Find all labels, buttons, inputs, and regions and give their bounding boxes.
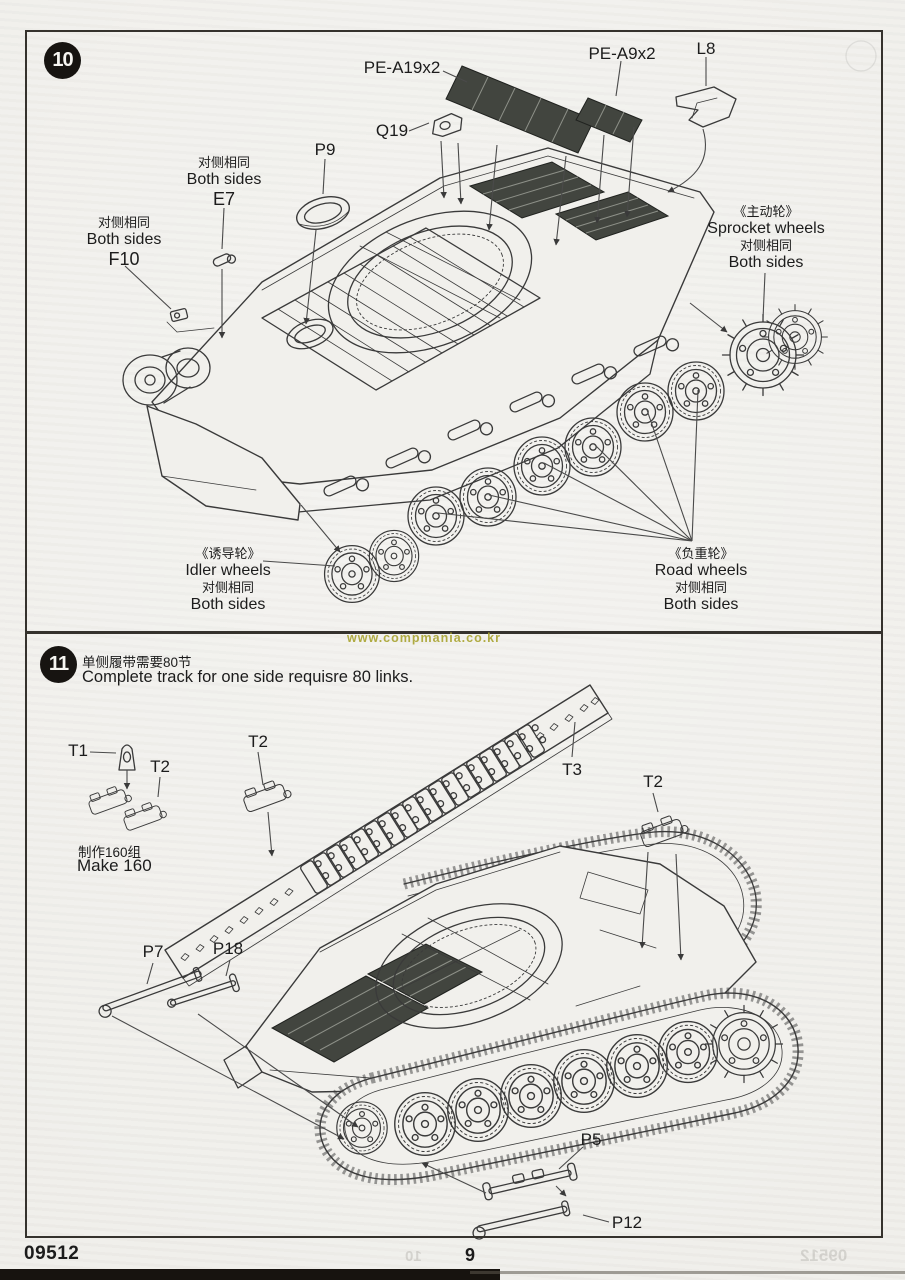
note-f10-cn: 对侧相同 bbox=[97, 215, 150, 230]
note-f10: 对侧相同 Both sides F10 bbox=[87, 215, 162, 269]
note-idler-cn: 对侧相同 bbox=[201, 580, 254, 595]
ghost-page-number: 10 bbox=[405, 1248, 422, 1265]
fender-flap bbox=[146, 405, 301, 521]
t1-part bbox=[118, 744, 136, 771]
part-label-p12: P12 bbox=[611, 1213, 643, 1232]
turret-ring bbox=[327, 210, 533, 354]
part-label-t3: T3 bbox=[562, 760, 582, 779]
part-label-p9: P9 bbox=[314, 140, 336, 159]
part-label-pe-a19: PE-A19x2 bbox=[363, 58, 441, 77]
note-road-en: Both sides bbox=[663, 596, 739, 613]
p18-part bbox=[166, 973, 240, 1008]
note-road-title-cn: 《负重轮》 bbox=[668, 546, 734, 561]
part-label-p18: P18 bbox=[212, 939, 244, 958]
note-e7-en: Both sides bbox=[186, 171, 262, 188]
note-e7-cn: 对侧相同 bbox=[197, 155, 250, 170]
p7-part bbox=[98, 966, 203, 1018]
figure-step10-hull-exploded bbox=[122, 57, 828, 604]
note-idler-en: Both sides bbox=[190, 596, 266, 613]
step-11-note-cn: 单侧履带需要80节 bbox=[82, 655, 192, 670]
e7-part bbox=[212, 253, 237, 267]
note-idler-wheels: 《诱导轮》 Idler wheels 对侧相同 Both sides bbox=[185, 546, 270, 614]
make-note-cn: 制作160组 bbox=[78, 845, 142, 860]
page-number: 9 bbox=[464, 1245, 476, 1265]
note-f10-en: Both sides bbox=[86, 231, 162, 248]
l8-part bbox=[675, 86, 737, 128]
note-sprocket-en: Both sides bbox=[728, 254, 804, 271]
note-road-cn: 对侧相同 bbox=[674, 580, 727, 595]
p12-part bbox=[472, 1200, 571, 1240]
step-10-badge: 10 bbox=[44, 42, 81, 79]
page-frame bbox=[25, 30, 883, 1238]
note-sprocket-cn: 对侧相同 bbox=[739, 238, 793, 253]
suspension-arms bbox=[323, 335, 680, 497]
watermark: www.compmania.co.kr bbox=[347, 631, 501, 645]
ghost-badge bbox=[845, 40, 877, 72]
section-divider bbox=[25, 631, 883, 634]
part-label-f10: F10 bbox=[108, 249, 140, 269]
note-road-title-en: Road wheels bbox=[654, 562, 748, 579]
part-label-p7: P7 bbox=[142, 942, 164, 961]
scan-edge-line bbox=[470, 1271, 905, 1274]
part-label-t2-b: T2 bbox=[248, 732, 268, 751]
note-idler-title-cn: 《诱导轮》 bbox=[195, 546, 261, 561]
part-label-l8: L8 bbox=[696, 39, 716, 58]
road-wheels-fan-lines bbox=[437, 389, 699, 542]
p9-part bbox=[296, 196, 350, 230]
note-sprocket-wheels: 《主动轮》 Sprocket wheels 对侧相同 Both sides bbox=[707, 204, 824, 272]
ghost-kit-number: 09512 bbox=[800, 1246, 848, 1265]
idler-mounts bbox=[122, 347, 211, 406]
tank-with-tracks bbox=[223, 826, 804, 1186]
note-road-wheels: 《负重轮》 Road wheels 对侧相同 Both sides bbox=[655, 546, 748, 614]
q19-part bbox=[432, 112, 463, 138]
scan-edge-bar bbox=[0, 1269, 500, 1280]
part-label-e7: E7 bbox=[212, 189, 236, 209]
make-note-en: Make 160 bbox=[77, 856, 152, 875]
part-label-t2-a: T2 bbox=[150, 757, 170, 776]
kit-number: 09512 bbox=[24, 1243, 80, 1264]
figure-step11-track-assembly bbox=[85, 684, 804, 1240]
p5-part bbox=[482, 1162, 578, 1201]
note-e7: 对侧相同 Both sides E7 bbox=[187, 155, 262, 209]
step-11-badge: 11 bbox=[40, 646, 77, 683]
step-11-number: 11 bbox=[48, 653, 69, 675]
note-sprocket-title-cn: 《主动轮》 bbox=[733, 204, 799, 219]
part-label-t1: T1 bbox=[68, 741, 88, 760]
part-label-t2-c: T2 bbox=[643, 772, 663, 791]
f10-part bbox=[169, 307, 189, 323]
pe-a19-part bbox=[445, 65, 595, 154]
note-idler-title-en: Idler wheels bbox=[185, 562, 271, 579]
hull-top bbox=[151, 147, 715, 485]
pe-a9-part bbox=[575, 97, 643, 143]
step-11-note-en: Complete track for one side requisre 80 … bbox=[82, 668, 414, 686]
part-label-q19: Q19 bbox=[375, 121, 409, 140]
step-10-number: 10 bbox=[52, 49, 73, 71]
note-sprocket-title-en: Sprocket wheels bbox=[707, 220, 825, 237]
part-label-p5: P5 bbox=[580, 1130, 602, 1149]
part-label-pe-a9: PE-A9x2 bbox=[588, 44, 656, 63]
